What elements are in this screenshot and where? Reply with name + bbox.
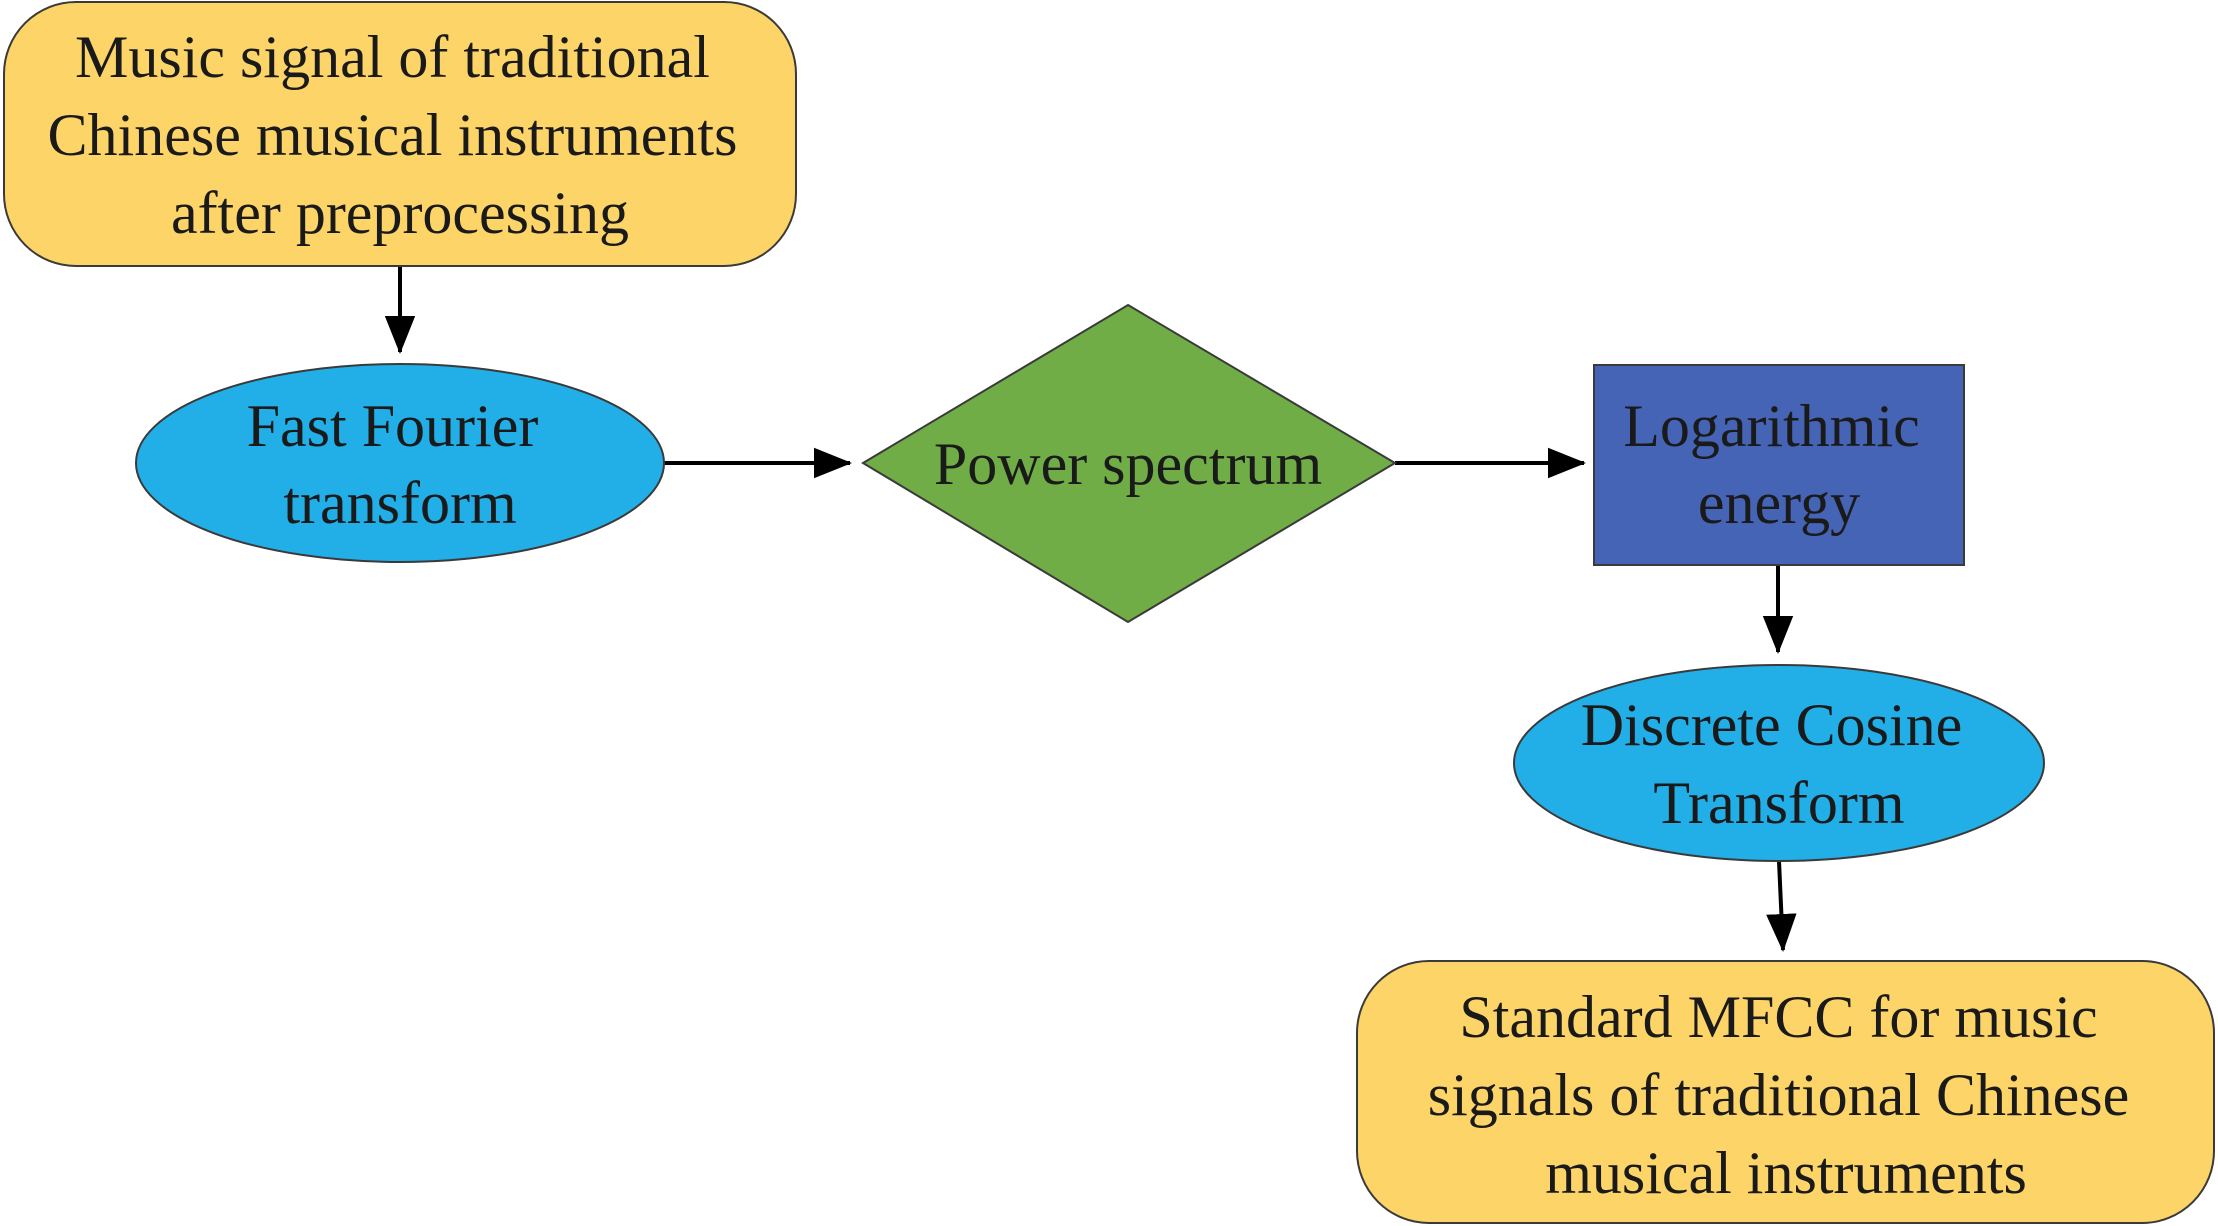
node-output-line-2: signals of traditional Chinese xyxy=(1428,1062,2130,1128)
node-fft-line-2: transform xyxy=(283,470,516,536)
node-input-shape xyxy=(3,1,797,267)
node-output-shape xyxy=(1356,960,2215,1224)
node-input-label: Music signal of traditional Chinese musi… xyxy=(48,24,753,246)
edge-dct-to-output xyxy=(1766,860,1797,952)
node-output-line-1: Standard MFCC for music xyxy=(1459,984,2097,1050)
node-dct: Discrete Cosine Transform xyxy=(1513,664,2045,862)
node-output-line-3: musical instruments xyxy=(1545,1140,2027,1206)
node-log-label: Logarithmic energy xyxy=(1623,393,1935,536)
node-fft-line-1: Fast Fourier xyxy=(247,393,539,459)
edges xyxy=(384,266,1797,952)
node-power-shape xyxy=(861,303,1397,624)
node-input-line-2: Chinese musical instruments xyxy=(48,102,738,168)
node-log-shape xyxy=(1593,364,1965,566)
node-fft-label: Fast Fourier transform xyxy=(247,393,554,536)
node-dct-line-1: Discrete Cosine xyxy=(1581,692,1963,758)
node-power-line-1: Power spectrum xyxy=(934,431,1322,497)
node-input-line-3: after preprocessing xyxy=(171,180,629,246)
node-fft: Fast Fourier transform xyxy=(135,363,665,563)
node-output-label: Standard MFCC for music signals of tradi… xyxy=(1428,984,2145,1206)
node-fft-shape xyxy=(135,363,665,563)
node-log-line-1: Logarithmic xyxy=(1623,393,1920,459)
node-power: Power spectrum xyxy=(861,303,1397,624)
node-input-line-1: Music signal of traditional xyxy=(75,24,710,90)
node-dct-line-2: Transform xyxy=(1653,770,1904,836)
node-output: Standard MFCC for music signals of tradi… xyxy=(1356,960,2215,1224)
node-log: Logarithmic energy xyxy=(1593,364,1965,566)
node-input: Music signal of traditional Chinese musi… xyxy=(3,1,797,267)
node-dct-shape xyxy=(1513,664,2045,862)
node-power-label: Power spectrum xyxy=(934,431,1322,497)
node-log-line-2: energy xyxy=(1698,470,1860,536)
node-dct-label: Discrete Cosine Transform xyxy=(1581,692,1978,836)
